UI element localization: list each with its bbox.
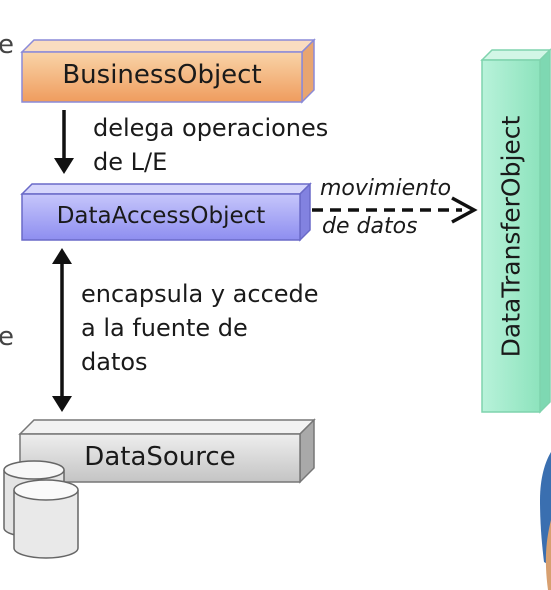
database-cylinders-icon	[3, 460, 79, 559]
encapsulates-label-line1: encapsula y accede	[81, 280, 319, 308]
encapsulates-label-line2: a la fuente de	[81, 314, 248, 342]
person-figure-partial	[540, 452, 551, 590]
encapsulates-double-arrow	[52, 248, 72, 412]
cropped-text-top: e	[0, 30, 14, 60]
data-movement-label-line1: movimiento	[320, 176, 452, 201]
data-transfer-object-box	[480, 48, 551, 414]
data-access-object-box	[20, 182, 312, 242]
business-object-box	[20, 38, 316, 104]
data-movement-dashed-arrow	[312, 196, 478, 224]
encapsulates-label-line3: datos	[81, 348, 148, 376]
cropped-text-middle: e	[0, 322, 14, 352]
data-movement-label-line2: de datos	[322, 214, 418, 239]
data-source-label: DataSource	[84, 442, 236, 472]
delegates-label-line1: delega operaciones	[93, 114, 329, 142]
data-source-box	[18, 418, 316, 484]
business-object-label: BusinessObject	[62, 60, 262, 90]
delegates-label-line2: de L/E	[93, 148, 168, 176]
data-access-object-label: DataAccessObject	[56, 203, 266, 229]
data-transfer-object-label: DataTransferObject	[496, 115, 526, 357]
delegates-arrow	[54, 110, 74, 174]
